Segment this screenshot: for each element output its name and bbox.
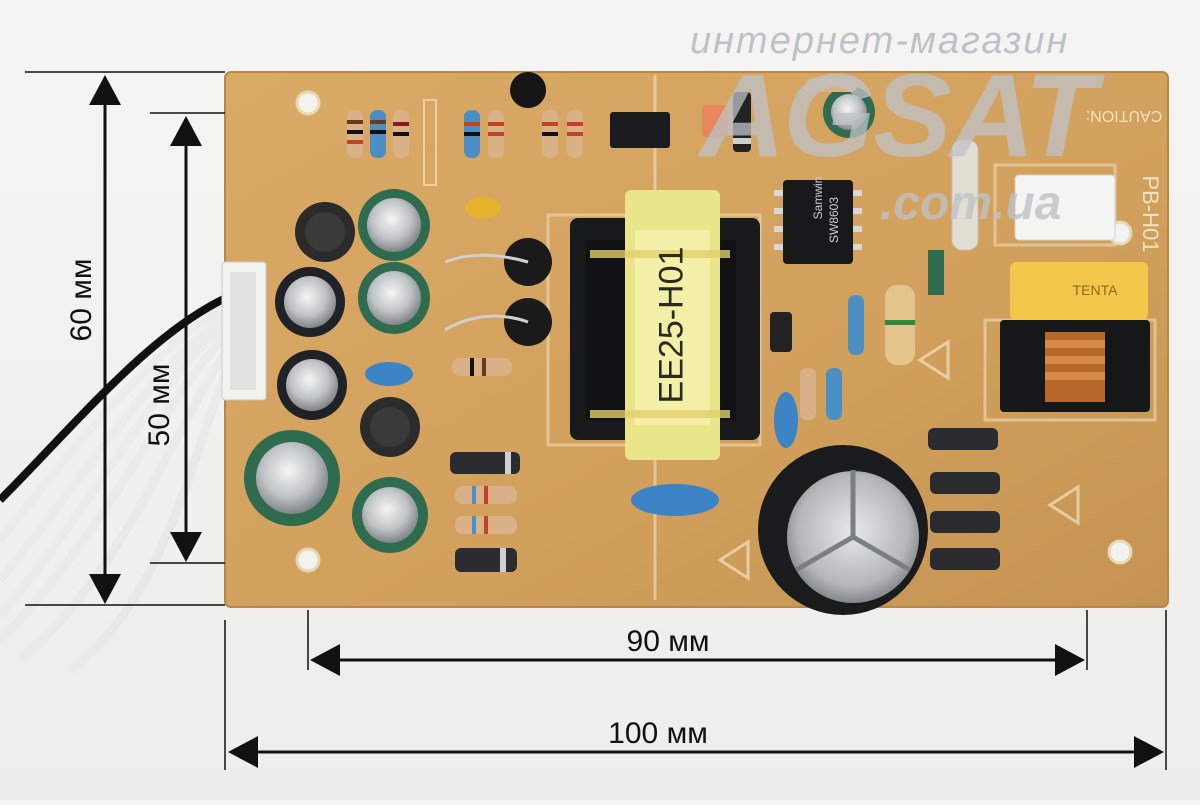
board-model-label: PB-H01	[1138, 175, 1163, 253]
wire-connector	[221, 261, 267, 401]
smd-resistor	[702, 105, 728, 137]
watermark-domain: .com.ua	[880, 177, 1062, 230]
dimension-lines	[25, 71, 1167, 770]
opto-coupler	[610, 112, 670, 148]
fuse-brand-label: TENTA	[1072, 282, 1118, 298]
ceramic-capacitor	[465, 197, 501, 219]
resistor-row-lower	[450, 358, 520, 572]
wire-bundle	[0, 286, 249, 674]
capacitor-group-left	[244, 189, 430, 553]
watermark-brand: AGSAT	[700, 50, 1096, 182]
main-filter-capacitor	[758, 445, 928, 615]
transformer-label: EE25-H01	[652, 246, 691, 404]
transformer	[570, 190, 760, 460]
caution-label: CAUTION:	[1085, 107, 1163, 124]
transistors	[444, 238, 552, 346]
height-inner-label: 50 мм	[143, 363, 176, 447]
controller-ic	[774, 180, 862, 264]
resistor-row	[347, 72, 583, 186]
height-outer-label: 60 мм	[65, 258, 98, 342]
width-inner-label: 90 мм	[626, 625, 710, 658]
ic-part-label: SW8603	[827, 196, 841, 244]
watermark-line: интернет-магазин	[690, 20, 1070, 62]
right-components	[631, 78, 1150, 570]
diode-top	[733, 92, 751, 152]
width-outer-label: 100 мм	[608, 717, 708, 750]
